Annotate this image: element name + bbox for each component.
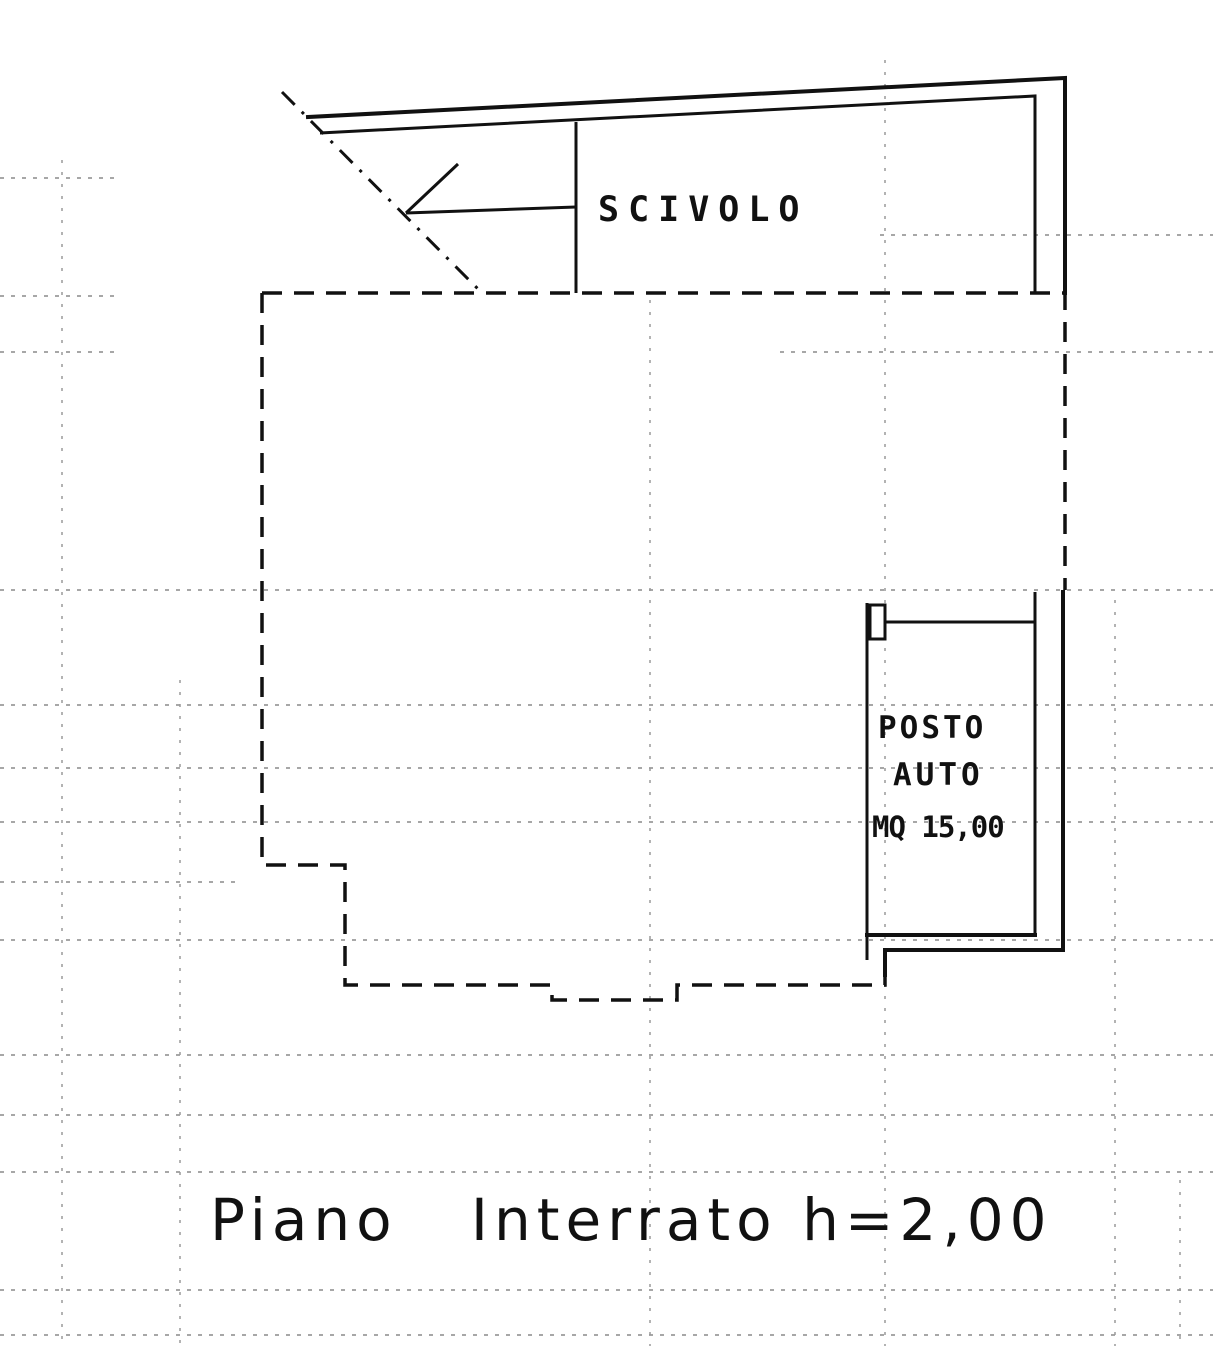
floor-outline-lower — [260, 293, 887, 1002]
background-grid — [0, 60, 1213, 1346]
ramp-arrow-icon — [404, 162, 577, 215]
door-marker-icon — [868, 603, 887, 641]
parking-label-line1: POSTO — [878, 710, 986, 746]
parking-area-label: MQ 15,00 — [872, 810, 1004, 844]
ramp-label: SCIVOLO — [598, 190, 809, 230]
floor-title: Piano Interrato h=2,00 — [210, 1186, 1053, 1254]
parking-space — [865, 590, 1065, 977]
parking-label-line2: AUTO — [893, 757, 984, 793]
floor-outline — [262, 291, 1067, 590]
ramp-walls — [280, 75, 1067, 295]
